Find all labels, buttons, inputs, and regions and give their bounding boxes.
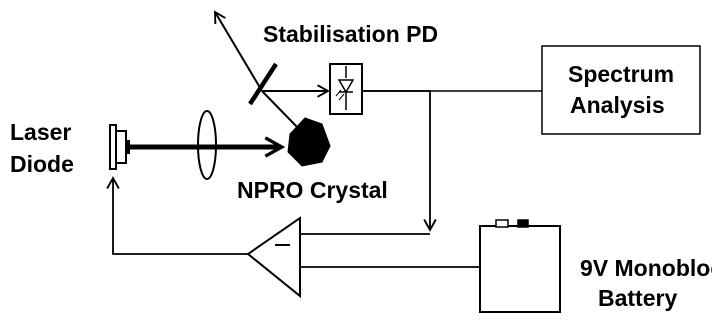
beam-splitter <box>248 62 278 106</box>
battery-symbol <box>479 219 561 313</box>
output-beam <box>214 10 263 92</box>
photodiode-symbol <box>329 63 363 115</box>
npro-crystal-symbol <box>287 117 331 167</box>
label-9v-monobloc: 9V Monobloc <box>580 255 712 281</box>
focusing-lens <box>197 110 217 180</box>
label-spectrum: Spectrum <box>568 61 674 87</box>
amplifier-to-laser-line <box>106 176 248 255</box>
laser-diode-symbol <box>109 124 130 170</box>
label-diode: Diode <box>10 151 74 177</box>
amplifier-symbol <box>246 216 301 299</box>
label-analysis: Analysis <box>570 92 665 118</box>
label-battery: Battery <box>598 285 677 311</box>
crystal-output-beam <box>261 90 299 129</box>
feedback-signal-line <box>362 90 437 232</box>
label-stabilisation-pd: Stabilisation PD <box>263 21 438 47</box>
label-laser: Laser <box>10 119 71 145</box>
spectrum-analysis-box <box>541 45 701 135</box>
label-npro-crystal: NPRO Crystal <box>237 177 388 203</box>
